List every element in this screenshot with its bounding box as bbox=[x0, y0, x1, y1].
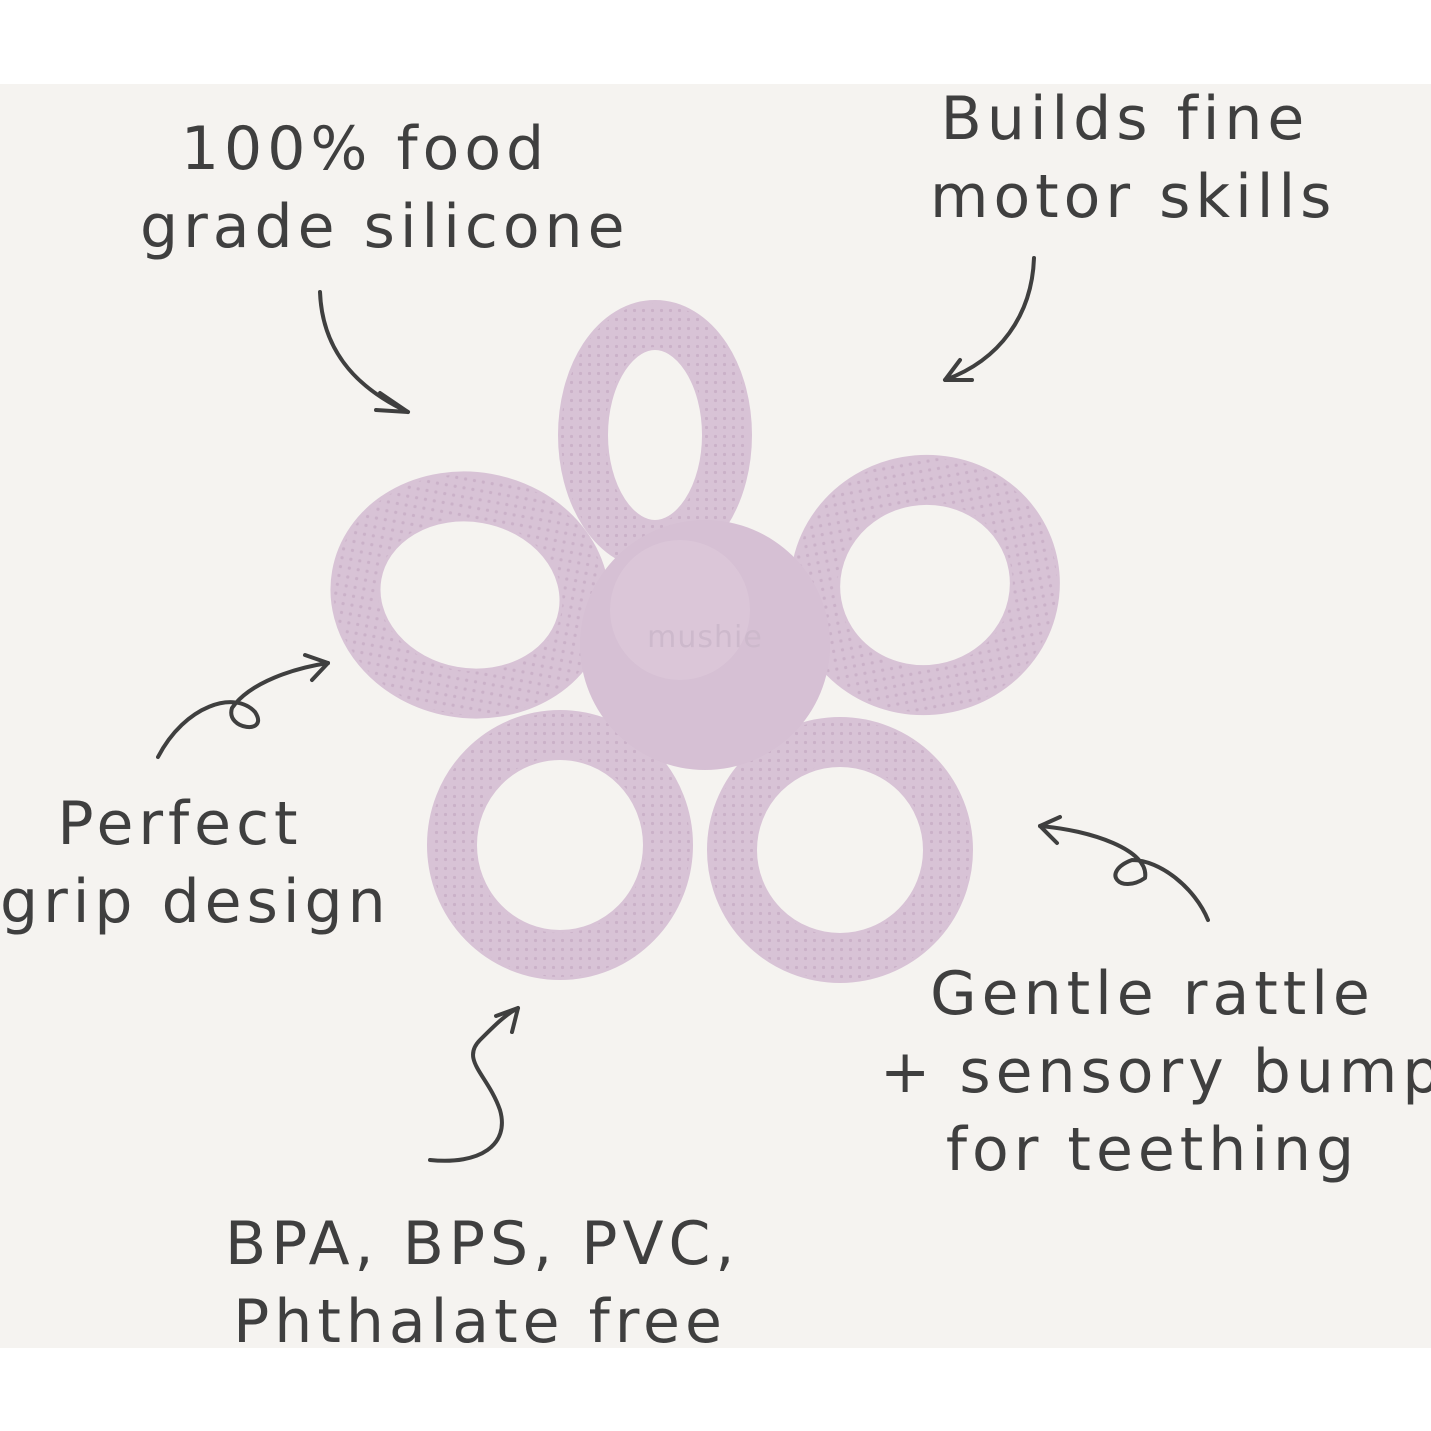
callout-motor: Builds fine motor skills bbox=[930, 80, 1337, 236]
callout-silicone: 100% food grade silicone bbox=[140, 110, 630, 266]
callout-motor-line1: Builds fine bbox=[940, 84, 1310, 154]
arrow-free bbox=[428, 1006, 520, 1163]
callout-free-line2: Phthalate free bbox=[233, 1287, 727, 1357]
callout-silicone-line1: 100% food bbox=[180, 114, 550, 184]
arrow-motor bbox=[943, 256, 1036, 382]
arrow-rattle bbox=[1038, 815, 1210, 922]
callout-motor-line2: motor skills bbox=[930, 162, 1337, 232]
callout-free-line1: BPA, BPS, PVC, bbox=[225, 1209, 740, 1279]
callout-rattle-line1: Gentle rattle bbox=[930, 959, 1375, 1029]
callout-rattle-line3: for teething bbox=[945, 1115, 1360, 1185]
arrow-silicone bbox=[318, 290, 410, 414]
brand-logo: mushie bbox=[647, 620, 763, 655]
callout-rattle: Gentle rattle + sensory bumps for teethi… bbox=[880, 955, 1431, 1189]
arrow-grip bbox=[156, 653, 330, 759]
callout-free: BPA, BPS, PVC, Phthalate free bbox=[225, 1205, 735, 1361]
callout-grip-line2: grip design bbox=[0, 867, 391, 937]
callout-grip-line1: Perfect bbox=[57, 789, 303, 859]
callout-rattle-line2: + sensory bumps bbox=[880, 1037, 1431, 1107]
callout-silicone-line2: grade silicone bbox=[140, 192, 630, 262]
callout-grip: Perfect grip design bbox=[0, 785, 391, 941]
